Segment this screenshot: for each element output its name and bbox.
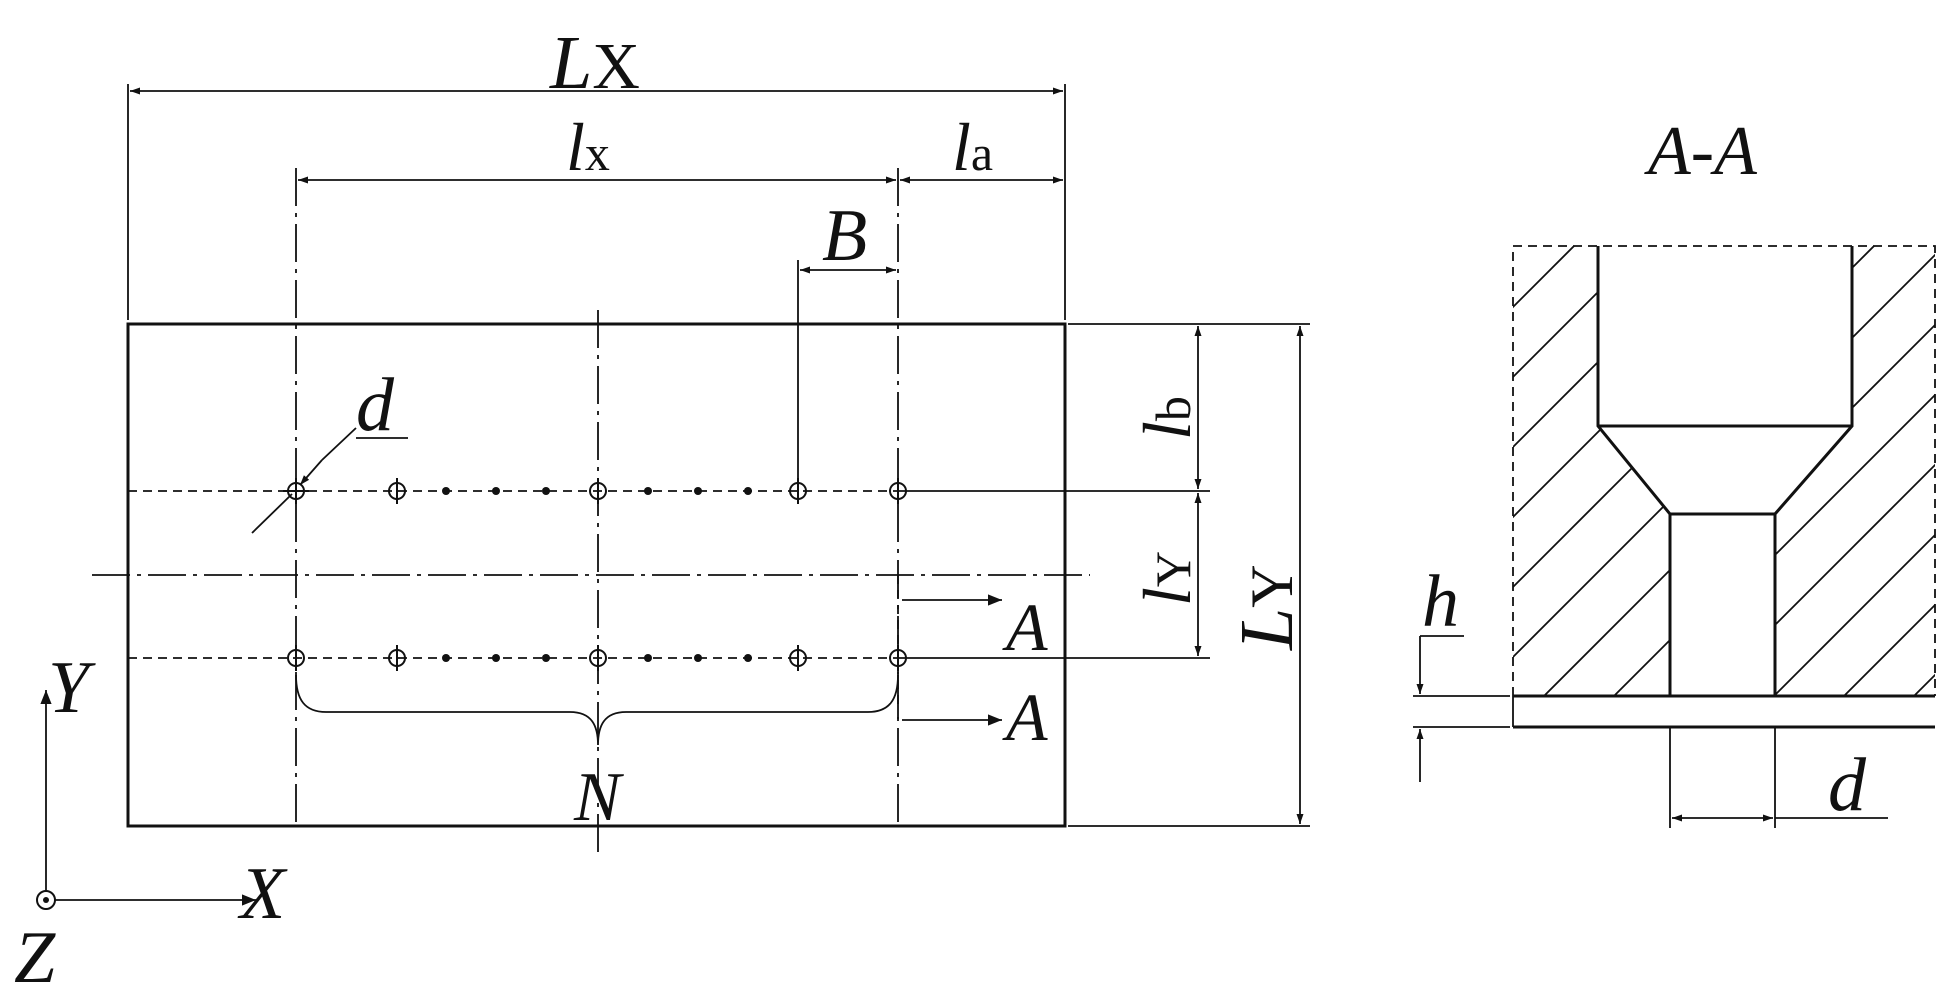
label-a-upper: A bbox=[1002, 589, 1048, 665]
label-d: d bbox=[356, 363, 395, 447]
hole-row-bottom-holes bbox=[287, 645, 907, 671]
label-la: la bbox=[952, 109, 993, 185]
label-n: N bbox=[573, 759, 624, 836]
section-title: A-A bbox=[1644, 113, 1757, 190]
label-d-section: d bbox=[1828, 743, 1867, 827]
label-lx-overall: LX bbox=[549, 21, 640, 105]
label-ly-overall: LY bbox=[1225, 564, 1309, 651]
label-lb: lb bbox=[1129, 396, 1205, 440]
label-b: B bbox=[822, 195, 867, 277]
plan-view: LX lx la B d N A A lb lY LY bbox=[92, 21, 1310, 858]
label-a-lower: A bbox=[1002, 679, 1048, 755]
label-h: h bbox=[1422, 561, 1459, 643]
label-axis-y: Y bbox=[48, 647, 96, 729]
label-axis-z: Z bbox=[14, 917, 56, 993]
label-ly: lY bbox=[1129, 551, 1205, 606]
section-view: A-A bbox=[1413, 113, 1936, 828]
hole-count-brace bbox=[295, 674, 899, 746]
counterbore-profile bbox=[1596, 246, 1672, 696]
section-boundary bbox=[1512, 245, 1936, 696]
label-axis-x: X bbox=[237, 853, 288, 935]
label-lx: lx bbox=[566, 109, 610, 185]
leader-d bbox=[251, 493, 293, 534]
hole-row-top-holes bbox=[283, 478, 907, 504]
coordinate-axes: Y X Z bbox=[14, 647, 288, 993]
